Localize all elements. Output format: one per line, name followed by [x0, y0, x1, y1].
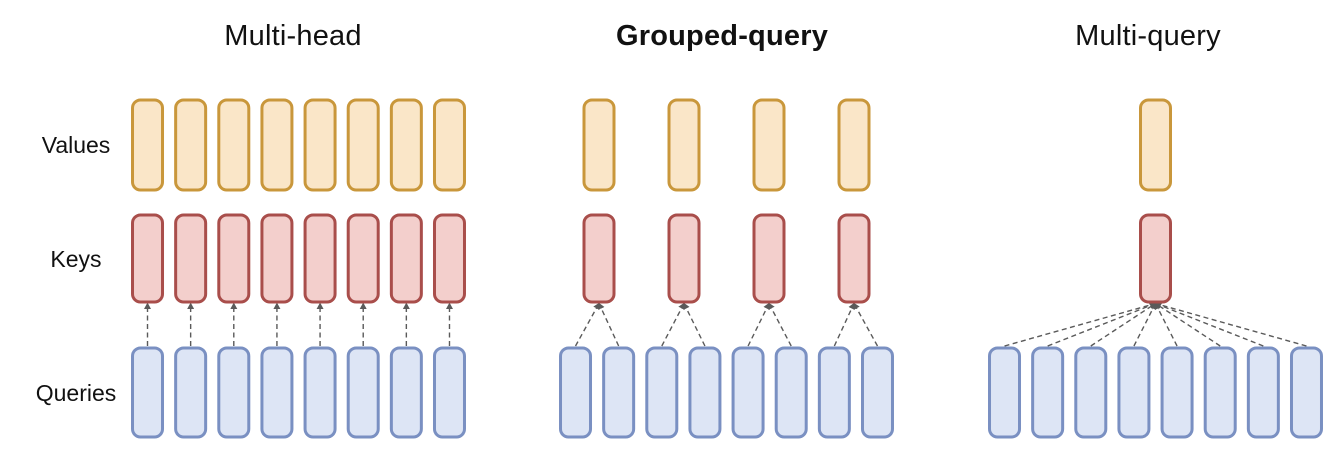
- query-to-key-connector: [574, 302, 600, 347]
- section-multi-head: [131, 98, 466, 439]
- row-label-values: Values: [41, 132, 111, 158]
- query-box: [303, 346, 337, 439]
- query-box: [988, 346, 1022, 439]
- key-box: [667, 213, 701, 304]
- query-to-key-connector: [853, 302, 879, 347]
- query-to-key-connector: [598, 302, 620, 347]
- query-box: [1074, 346, 1108, 439]
- query-box: [731, 346, 765, 439]
- section-title-multi-head: Multi-head: [224, 20, 362, 52]
- query-box: [645, 346, 679, 439]
- value-box: [217, 98, 251, 192]
- query-to-key-connector: [768, 302, 792, 347]
- query-box: [774, 346, 808, 439]
- query-to-key-connector: [833, 302, 855, 347]
- query-to-key-connector: [1154, 301, 1307, 347]
- query-box: [131, 346, 165, 439]
- query-box: [688, 346, 722, 439]
- row-label-keys: Keys: [50, 246, 102, 272]
- query-to-key-connector: [1133, 302, 1157, 347]
- value-box: [303, 98, 337, 192]
- query-box: [432, 346, 466, 439]
- query-box: [260, 346, 294, 439]
- key-box: [432, 213, 466, 304]
- key-box: [131, 213, 165, 304]
- query-box: [1203, 346, 1237, 439]
- key-box: [389, 213, 423, 304]
- row-label-queries: Queries: [35, 380, 117, 406]
- value-box: [837, 98, 871, 192]
- query-to-key-connector: [1154, 302, 1178, 347]
- key-box: [752, 213, 786, 304]
- key-box: [174, 213, 208, 304]
- key-box: [260, 213, 294, 304]
- section-title-grouped-query: Grouped-query: [615, 20, 829, 52]
- query-box: [602, 346, 636, 439]
- query-to-key-connector: [1004, 301, 1157, 347]
- key-box: [346, 213, 380, 304]
- query-box: [389, 346, 423, 439]
- query-to-key-connector: [661, 302, 685, 347]
- value-box: [131, 98, 165, 192]
- query-to-key-connector: [1154, 302, 1221, 347]
- query-box: [346, 346, 380, 439]
- query-box: [1160, 346, 1194, 439]
- query-box: [1246, 346, 1280, 439]
- value-box: [582, 98, 616, 192]
- key-box: [582, 213, 616, 304]
- query-to-key-connector: [683, 302, 706, 347]
- query-box: [817, 346, 851, 439]
- value-box: [432, 98, 466, 192]
- key-box: [1139, 213, 1172, 304]
- section-grouped-query: [559, 98, 894, 439]
- key-box: [837, 213, 871, 304]
- value-box: [1139, 98, 1172, 192]
- query-box: [1031, 346, 1065, 439]
- query-to-key-connector: [747, 302, 770, 347]
- section-title-multi-query: Multi-query: [1075, 20, 1221, 52]
- value-box: [667, 98, 701, 192]
- query-box: [860, 346, 894, 439]
- query-box: [1289, 346, 1323, 439]
- value-box: [346, 98, 380, 192]
- value-box: [389, 98, 423, 192]
- query-box: [174, 346, 208, 439]
- value-box: [174, 98, 208, 192]
- value-box: [752, 98, 786, 192]
- key-box: [217, 213, 251, 304]
- query-box: [217, 346, 251, 439]
- value-box: [260, 98, 294, 192]
- query-box: [559, 346, 593, 439]
- query-box: [1117, 346, 1151, 439]
- section-multi-query: [988, 98, 1323, 439]
- query-to-key-connector: [1154, 302, 1264, 347]
- query-to-key-connector: [1090, 302, 1157, 347]
- key-box: [303, 213, 337, 304]
- query-to-key-connector: [1047, 302, 1157, 347]
